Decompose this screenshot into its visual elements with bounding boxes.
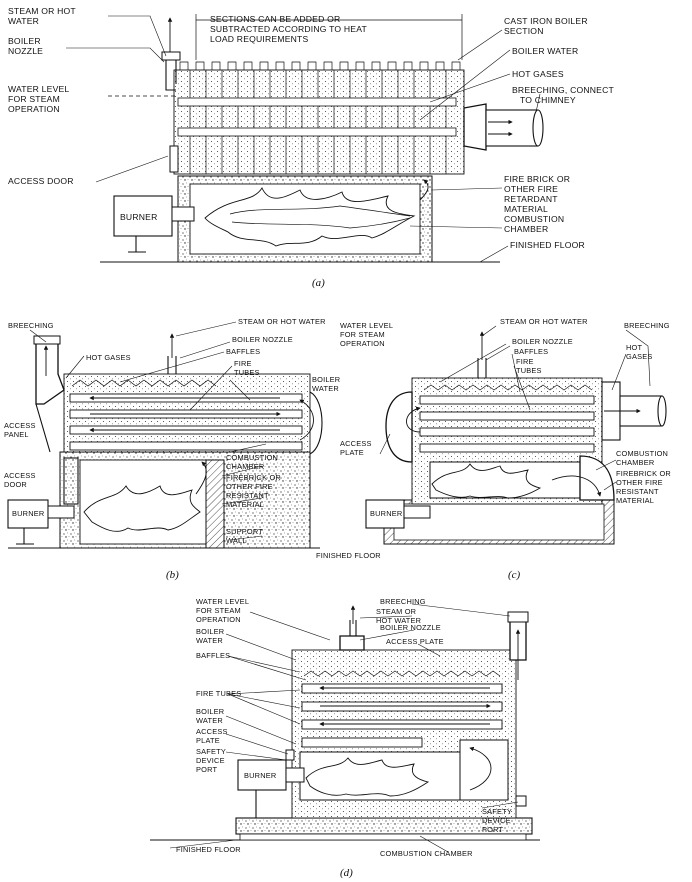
label-d-breeching: BREECHING — [380, 597, 426, 606]
label-c-burner: BURNER — [370, 509, 402, 518]
label-b-breeching: BREECHING — [8, 321, 54, 330]
baffles-c — [423, 384, 593, 391]
breeching-stack-d — [507, 611, 529, 623]
flame-c — [431, 463, 542, 499]
burner-a — [113, 195, 173, 237]
label-a-boiler-water: BOILER WATER — [512, 46, 578, 56]
baffles-b — [71, 379, 217, 387]
access-door-b — [63, 457, 79, 505]
breeching-pipe-a — [485, 109, 539, 147]
label-c-baffles: BAFFLES — [514, 347, 548, 356]
fire-tubes-d — [301, 683, 503, 748]
label-d-combustion-chamber: COMBUSTION CHAMBER — [380, 849, 473, 858]
label-b-baffles: BAFFLES — [226, 347, 260, 356]
label-b-steam-or-hot-water: STEAM OR HOT WATER — [238, 317, 326, 326]
boiler-nozzle-a — [165, 58, 177, 91]
label-d-finished-floor: FINISHED FLOOR — [176, 845, 241, 854]
combustion-chamber-d — [459, 739, 509, 801]
label-b-hot-gases: HOT GASES — [86, 353, 131, 362]
label-b-boiler-nozzle: BOILER NOZZLE — [232, 335, 293, 344]
caption-b: (b) — [166, 569, 179, 581]
burner-b — [7, 499, 49, 529]
baffles-d — [303, 670, 501, 677]
flame-b — [83, 485, 201, 532]
caption-c: (c) — [508, 569, 521, 581]
label-d-fire-tubes: FIRE TUBES — [196, 689, 241, 698]
label-a-hot-gases: HOT GASES — [512, 69, 564, 79]
breeching-stack-b — [35, 341, 65, 405]
fire-tubes-c — [419, 395, 595, 453]
boiler-nozzle-b — [167, 356, 177, 374]
label-a-access-door: ACCESS DOOR — [8, 176, 74, 186]
caption-a: (a) — [312, 277, 325, 289]
label-b-burner: BURNER — [12, 509, 44, 518]
label-d-baffles: BAFFLES — [196, 651, 230, 660]
label-c-boiler-nozzle: BOILER NOZZLE — [512, 337, 573, 346]
label-a-finished-floor: FINISHED FLOOR — [510, 240, 585, 250]
label-a-burner: BURNER — [120, 212, 158, 222]
label-d-burner: BURNER — [244, 771, 276, 780]
breeching-collar-a — [463, 103, 487, 151]
section-knobs-a — [179, 61, 461, 70]
flame-a — [204, 187, 416, 247]
label-d-boiler-nozzle: BOILER NOZZLE — [380, 623, 441, 632]
access-door-a — [169, 145, 179, 173]
label-d-access-plate: ACCESS PLATE — [386, 637, 444, 646]
flame-d — [305, 757, 430, 797]
access-panel-b — [35, 403, 51, 453]
boiler-nozzle-c — [477, 358, 487, 378]
boiler-sections-a — [173, 69, 465, 175]
burner-d — [237, 759, 287, 791]
caption-d: (d) — [340, 867, 353, 879]
label-b-finished-floor: FINISHED FLOOR — [316, 551, 381, 560]
label-c-breeching: BREECHING — [624, 321, 670, 330]
label-c-steam-or-hot-water: STEAM OR HOT WATER — [500, 317, 588, 326]
